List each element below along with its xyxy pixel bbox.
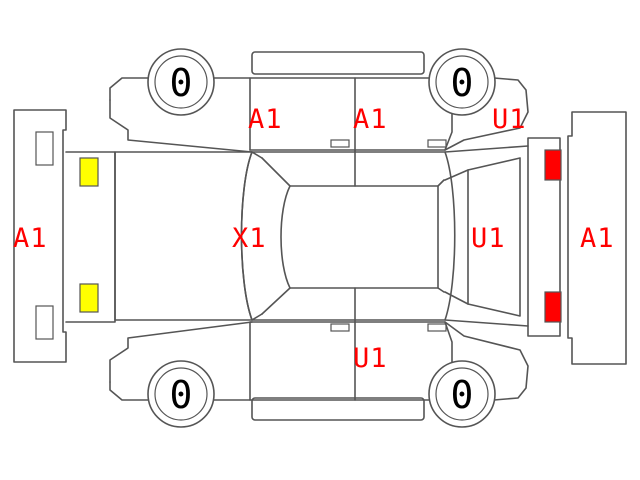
tire-rear-left-value: 0: [451, 61, 474, 105]
tire-rear-right-value: 0: [451, 373, 474, 417]
label-rear-bumper: A1: [580, 223, 615, 254]
cabin-top: [240, 149, 456, 323]
label-left-rear-door: A1: [353, 104, 388, 135]
rear-lamp-top: [544, 149, 562, 181]
tire-front-right-value: 0: [170, 373, 193, 417]
front-lamp-right: [79, 283, 99, 313]
trunk: [444, 145, 529, 327]
left-side-profile: [109, 51, 529, 153]
tire-front-right: 0: [147, 360, 215, 428]
rear-bumper: [527, 111, 627, 365]
label-left-front-door: A1: [248, 104, 283, 135]
tire-front-left: 0: [147, 48, 215, 116]
tire-front-left-value: 0: [170, 61, 193, 105]
front-lamp-left: [79, 157, 99, 187]
right-side-profile: [109, 321, 529, 421]
tire-rear-right: 0: [428, 360, 496, 428]
front-panel: [65, 151, 116, 323]
label-right-doors: U1: [353, 343, 388, 374]
label-front-bumper: A1: [13, 223, 48, 254]
rear-lamp-bottom: [544, 291, 562, 323]
label-left-rear-quarter: U1: [492, 104, 527, 135]
front-bumper: [13, 109, 67, 363]
label-roof-rear-glass: U1: [471, 223, 506, 254]
tire-rear-left: 0: [428, 48, 496, 116]
label-hood: X1: [232, 223, 267, 254]
